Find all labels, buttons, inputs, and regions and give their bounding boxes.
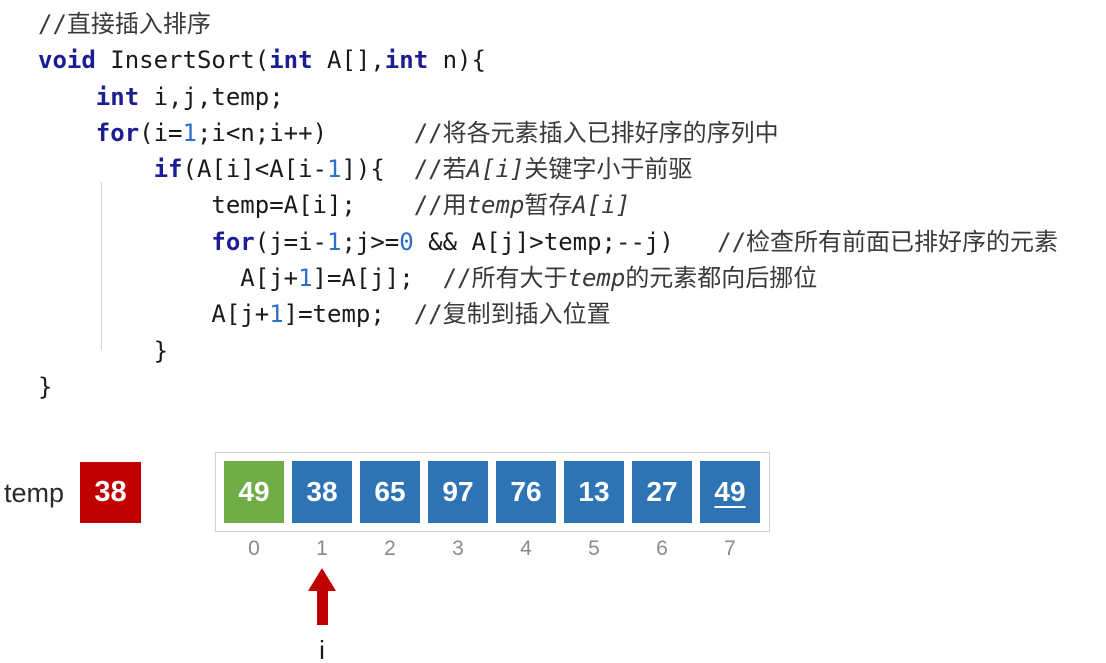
code-text: 1 xyxy=(298,264,313,293)
code-text: int xyxy=(384,46,429,75)
code-comment: temp xyxy=(466,191,525,220)
array-cell-2: 65 xyxy=(360,461,420,523)
code-text xyxy=(356,191,414,219)
code-comment: //将各元素插入已排好序的序列中 xyxy=(413,118,779,147)
code-text: int xyxy=(269,46,313,75)
code-text: InsertSort( xyxy=(95,46,270,75)
code-text: ]=temp; xyxy=(283,300,385,329)
code-text: 1 xyxy=(269,300,284,329)
index-row: 0 1 2 3 4 5 6 7 xyxy=(215,537,770,561)
temp-value: 38 xyxy=(94,476,127,508)
code-line: if(A[i]<A[i-1]){ //若A[i]关键字小于前驱 xyxy=(38,151,1058,187)
code-comment: A[i] xyxy=(466,155,525,184)
index-label-0: 0 xyxy=(248,537,260,560)
code-text: if xyxy=(153,155,183,184)
code-text: 1 xyxy=(327,227,342,256)
code-line: //直接插入排序 xyxy=(38,6,1058,42)
code-text: (j=i- xyxy=(254,227,327,256)
index-label-6: 6 xyxy=(656,537,668,560)
code-text: && A[j]>temp;--j) xyxy=(413,227,674,256)
index-label-4: 4 xyxy=(520,537,532,560)
code-comment: //直接插入排序 xyxy=(38,10,211,38)
code-text: 1 xyxy=(327,155,342,184)
code-line: int i,j,temp; xyxy=(38,79,1058,115)
index-label-3: 3 xyxy=(452,537,464,560)
code-text xyxy=(674,228,717,256)
code-text: ]){ xyxy=(341,155,385,184)
code-line: A[j+1]=temp; //复制到插入位置 xyxy=(38,296,1058,332)
code-text xyxy=(385,300,414,328)
array-cell-5: 13 xyxy=(564,461,624,523)
code-text: i,j,temp; xyxy=(139,82,284,111)
index-label-7: 7 xyxy=(724,537,736,560)
index-label-5: 5 xyxy=(588,537,600,560)
array-cell-1: 38 xyxy=(292,461,352,523)
code-comment: A[i] xyxy=(572,191,631,220)
code-text: A[], xyxy=(312,46,385,75)
code-line: for(i=1;i<n;i++) //将各元素插入已排好序的序列中 xyxy=(38,115,1058,151)
code-line: for(j=i-1;j>=0 && A[j]>temp;--j) //检查所有前… xyxy=(38,224,1058,260)
code-text: void xyxy=(38,46,96,75)
temp-label: temp xyxy=(4,478,65,508)
code-text: ;i<n;i++) xyxy=(196,118,328,147)
code-text: temp=A[i]; xyxy=(38,191,356,220)
code-comment: //检查所有前面已排好序的元素 xyxy=(717,227,1059,256)
code-text: n){ xyxy=(428,46,486,75)
code-text: 1 xyxy=(182,118,197,147)
code-text: ;j>= xyxy=(341,227,400,256)
code-text: } xyxy=(38,372,53,401)
array-cell-0: 49 xyxy=(224,461,284,523)
code-text xyxy=(414,264,443,292)
code-comment: //所有大于 xyxy=(442,264,568,293)
code-line: } xyxy=(38,369,1058,405)
code-comment: temp xyxy=(567,264,626,293)
array-cell-4: 76 xyxy=(496,461,556,523)
temp-box: 38 xyxy=(80,462,141,523)
code-text: A[j+ xyxy=(38,300,270,329)
code-line: A[j+1]=A[j]; //所有大于temp的元素都向后挪位 xyxy=(38,260,1058,296)
code-text xyxy=(38,83,96,111)
indent-guide-line xyxy=(101,182,102,350)
array-cell-6: 27 xyxy=(632,461,692,523)
code-line: void InsertSort(int A[],int n){ xyxy=(38,42,1058,78)
up-arrow-icon xyxy=(308,568,336,625)
code-text: (A[i]<A[i- xyxy=(182,155,328,184)
arrow-stem xyxy=(316,591,328,625)
code-line: } xyxy=(38,333,1058,369)
code-comment: 的元素都向后挪位 xyxy=(625,264,818,293)
code-text: A[j+ xyxy=(38,264,299,293)
index-label-2: 2 xyxy=(384,537,396,560)
code-text xyxy=(38,228,211,256)
code-text: ]=A[j]; xyxy=(312,264,414,293)
code-text: for xyxy=(211,227,255,256)
code-text xyxy=(385,155,414,183)
code-comment: //用 xyxy=(413,191,467,220)
code-text: (i= xyxy=(139,118,183,147)
code-comment: 关键字小于前驱 xyxy=(524,155,693,184)
code-text: for xyxy=(95,118,140,147)
code-text xyxy=(38,119,96,147)
index-label-1: 1 xyxy=(316,537,328,560)
code-text: } xyxy=(38,336,169,365)
array-cell-7: 49 xyxy=(700,461,760,523)
i-pointer-label: i xyxy=(319,635,325,663)
code-comment: 暂存 xyxy=(524,191,573,220)
code-text: int xyxy=(95,82,140,111)
code-comment: //复制到插入位置 xyxy=(413,300,611,329)
i-pointer: i xyxy=(308,568,336,663)
code-comment: //若 xyxy=(413,155,467,184)
code-text xyxy=(38,155,154,183)
array-cell-3: 97 xyxy=(428,461,488,523)
arrow-head xyxy=(308,568,336,591)
code-text: 0 xyxy=(399,227,414,256)
code-line: temp=A[i]; //用temp暂存A[i] xyxy=(38,187,1058,223)
code-text xyxy=(327,119,414,147)
